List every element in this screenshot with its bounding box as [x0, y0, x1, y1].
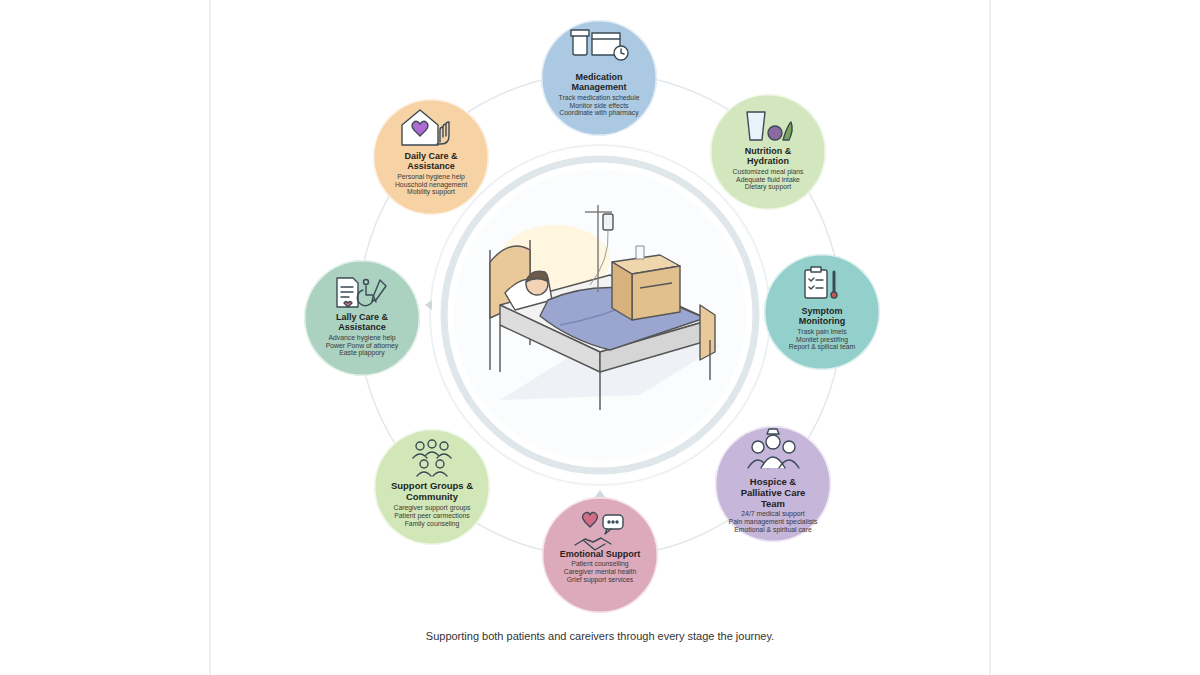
caption: Supporting both patients and careivers t…	[210, 630, 990, 642]
circle-fill	[764, 254, 880, 370]
circle-item: Monitet prestifing	[764, 336, 880, 344]
service-circle: Emotional SupportPatient counsellingCare…	[542, 497, 658, 613]
circle-border	[711, 95, 826, 210]
circle-fill	[715, 426, 831, 542]
circle-item: Dietary support	[710, 183, 826, 191]
text-box: Emotional SupportPatient counsellingCare…	[542, 549, 658, 584]
text-box: Hospice & Palliative Care Team24/7 medic…	[715, 477, 831, 534]
circle-border	[542, 21, 657, 136]
circle-fill	[710, 94, 826, 210]
circle-fill	[373, 99, 489, 215]
circle-heading: Medication Management	[541, 72, 657, 93]
circle-item: Mobility support	[373, 188, 489, 196]
circle-item: Power Ponw of attorney	[304, 342, 420, 350]
service-circle: Lally Care & AssistanceAdvance hygiene h…	[304, 260, 420, 376]
circle-item: Advance hygiene help	[304, 334, 420, 342]
circle-item: Report & spilical team	[764, 343, 880, 351]
circle-item: Caregiver support groups	[374, 504, 490, 512]
circle-item: Grief support services	[542, 576, 658, 584]
circle-fill	[374, 429, 490, 545]
circle-border	[716, 427, 831, 542]
service-circle: Symptom MonitoringTrask pain lmelsMonite…	[764, 254, 880, 370]
service-circle: Hospice & Palliative Care Team24/7 medic…	[715, 426, 831, 542]
circle-heading: Nutrition & Hydration	[710, 146, 826, 167]
text-box: Nutrition & HydrationCustomized meal pla…	[710, 146, 826, 191]
service-circle: Nutrition & HydrationCustomized meal pla…	[710, 94, 826, 210]
service-circle: Medication ManagementTrack medication sc…	[541, 20, 657, 136]
circle-heading: Hospice & Palliative Care Team	[715, 477, 831, 510]
circle-heading: Lally Care & Assistance	[304, 312, 420, 333]
circle-item: Pain management specialists	[715, 518, 831, 526]
circle-item: Houschold nenagement	[373, 181, 489, 189]
circle-item: 24/7 medical support	[715, 510, 831, 518]
circle-fill	[304, 260, 420, 376]
text-box: Daily Care & AssistancePersonal hygiene …	[373, 151, 489, 196]
circle-border	[543, 498, 658, 613]
circle-item: Customized meal plans	[710, 168, 826, 176]
circle-fill	[542, 497, 658, 613]
service-circle: Support Groups & CommunityCaregiver supp…	[374, 429, 490, 545]
circle-border	[765, 255, 880, 370]
circle-item: Emotional & spiritual care	[715, 526, 831, 534]
circle-item: Patient peer carmections	[374, 512, 490, 520]
circle-item: Coordinate with pharmacy	[541, 109, 657, 117]
service-circle: Daily Care & AssistancePersonal hygiene …	[373, 99, 489, 215]
circle-item: Family counseling	[374, 520, 490, 528]
circle-border	[305, 261, 420, 376]
circle-heading: Symptom Monitoring	[764, 306, 880, 327]
text-box: Symptom MonitoringTrask pain lmelsMonite…	[764, 306, 880, 351]
circle-heading: Daily Care & Assistance	[373, 151, 489, 172]
circle-item: Adequate fluid intake	[710, 176, 826, 184]
text-box: Support Groups & CommunityCaregiver supp…	[374, 481, 490, 527]
circle-item: Easte plappory	[304, 349, 420, 357]
circle-border	[374, 100, 489, 215]
circle-border	[375, 430, 490, 545]
circle-item: Caregiver mental health	[542, 568, 658, 576]
circle-item: Trask pain lmels	[764, 328, 880, 336]
circle-item: Personal hygiene help	[373, 173, 489, 181]
circle-heading: Emotional Support	[542, 549, 658, 559]
circle-item: Patient counselling	[542, 560, 658, 568]
text-box: Medication ManagementTrack medication sc…	[541, 72, 657, 117]
text-box: Lally Care & AssistanceAdvance hygiene h…	[304, 312, 420, 357]
circle-fill	[541, 20, 657, 136]
circle-heading: Support Groups & Community	[374, 481, 490, 503]
circle-item: Track medication schedule	[541, 94, 657, 102]
circle-item: Monitor side effects	[541, 102, 657, 110]
